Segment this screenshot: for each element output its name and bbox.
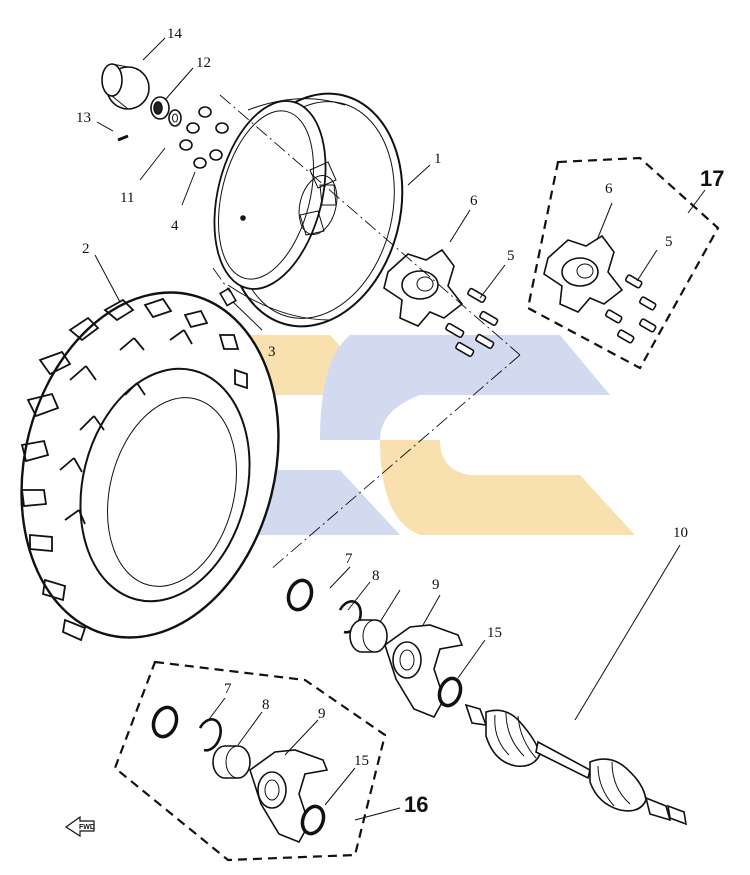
callout-4: 4 — [171, 218, 179, 234]
cotter-pin — [117, 134, 129, 142]
callout-1: 1 — [434, 151, 442, 167]
callout-12: 12 — [196, 55, 211, 71]
steering-knuckle — [384, 624, 464, 719]
callout-11: 11 — [120, 190, 134, 206]
axis-line-lower — [269, 354, 521, 571]
callout-5: 5 — [507, 248, 515, 264]
watermark-blue-arc — [320, 335, 610, 440]
washer — [168, 109, 182, 127]
leader-lines — [94, 37, 706, 821]
callout-14: 14 — [167, 26, 183, 42]
valve-axis-line — [212, 267, 231, 293]
callout-17: 17 — [700, 166, 724, 191]
callout-9: 9 — [432, 577, 440, 593]
seal-ring — [437, 676, 463, 708]
forward-arrow-icon: FWD — [64, 815, 95, 838]
fwd-label: FWD — [79, 824, 95, 831]
callout-6: 6 — [470, 193, 478, 209]
callout-7: 7 — [345, 551, 353, 567]
callout-15-kit: 15 — [354, 753, 369, 769]
callout-labels: 14 12 13 11 4 2 3 1 6 5 6 5 17 7 8 9 15 … — [76, 26, 724, 817]
wheel-rim — [213, 92, 404, 328]
callout-7-kit: 7 — [224, 681, 232, 697]
callout-9-kit: 9 — [318, 706, 326, 722]
lug-nuts — [179, 106, 229, 169]
center-cap — [101, 63, 150, 110]
watermark-orange-arc — [380, 440, 635, 535]
callout-15: 15 — [487, 625, 502, 641]
wheel-hub — [383, 248, 464, 327]
kit-16-group — [113, 660, 387, 862]
seal-ring-upper — [286, 578, 314, 612]
callout-5-kit: 5 — [665, 234, 673, 250]
tire — [20, 291, 280, 642]
valve-stem — [219, 287, 237, 307]
wheel-studs — [445, 287, 499, 358]
callout-2: 2 — [82, 241, 90, 257]
callout-6-kit: 6 — [605, 181, 613, 197]
callout-8-kit: 8 — [262, 697, 270, 713]
kit-17-group — [526, 156, 720, 370]
callout-8: 8 — [372, 568, 380, 584]
castle-nut — [150, 96, 170, 120]
bearing — [349, 619, 388, 653]
drive-shaft — [464, 703, 688, 826]
axis-line — [219, 94, 521, 356]
callout-13: 13 — [76, 110, 91, 126]
callout-16: 16 — [404, 792, 428, 817]
callout-3: 3 — [268, 344, 276, 360]
callout-10: 10 — [673, 525, 688, 541]
